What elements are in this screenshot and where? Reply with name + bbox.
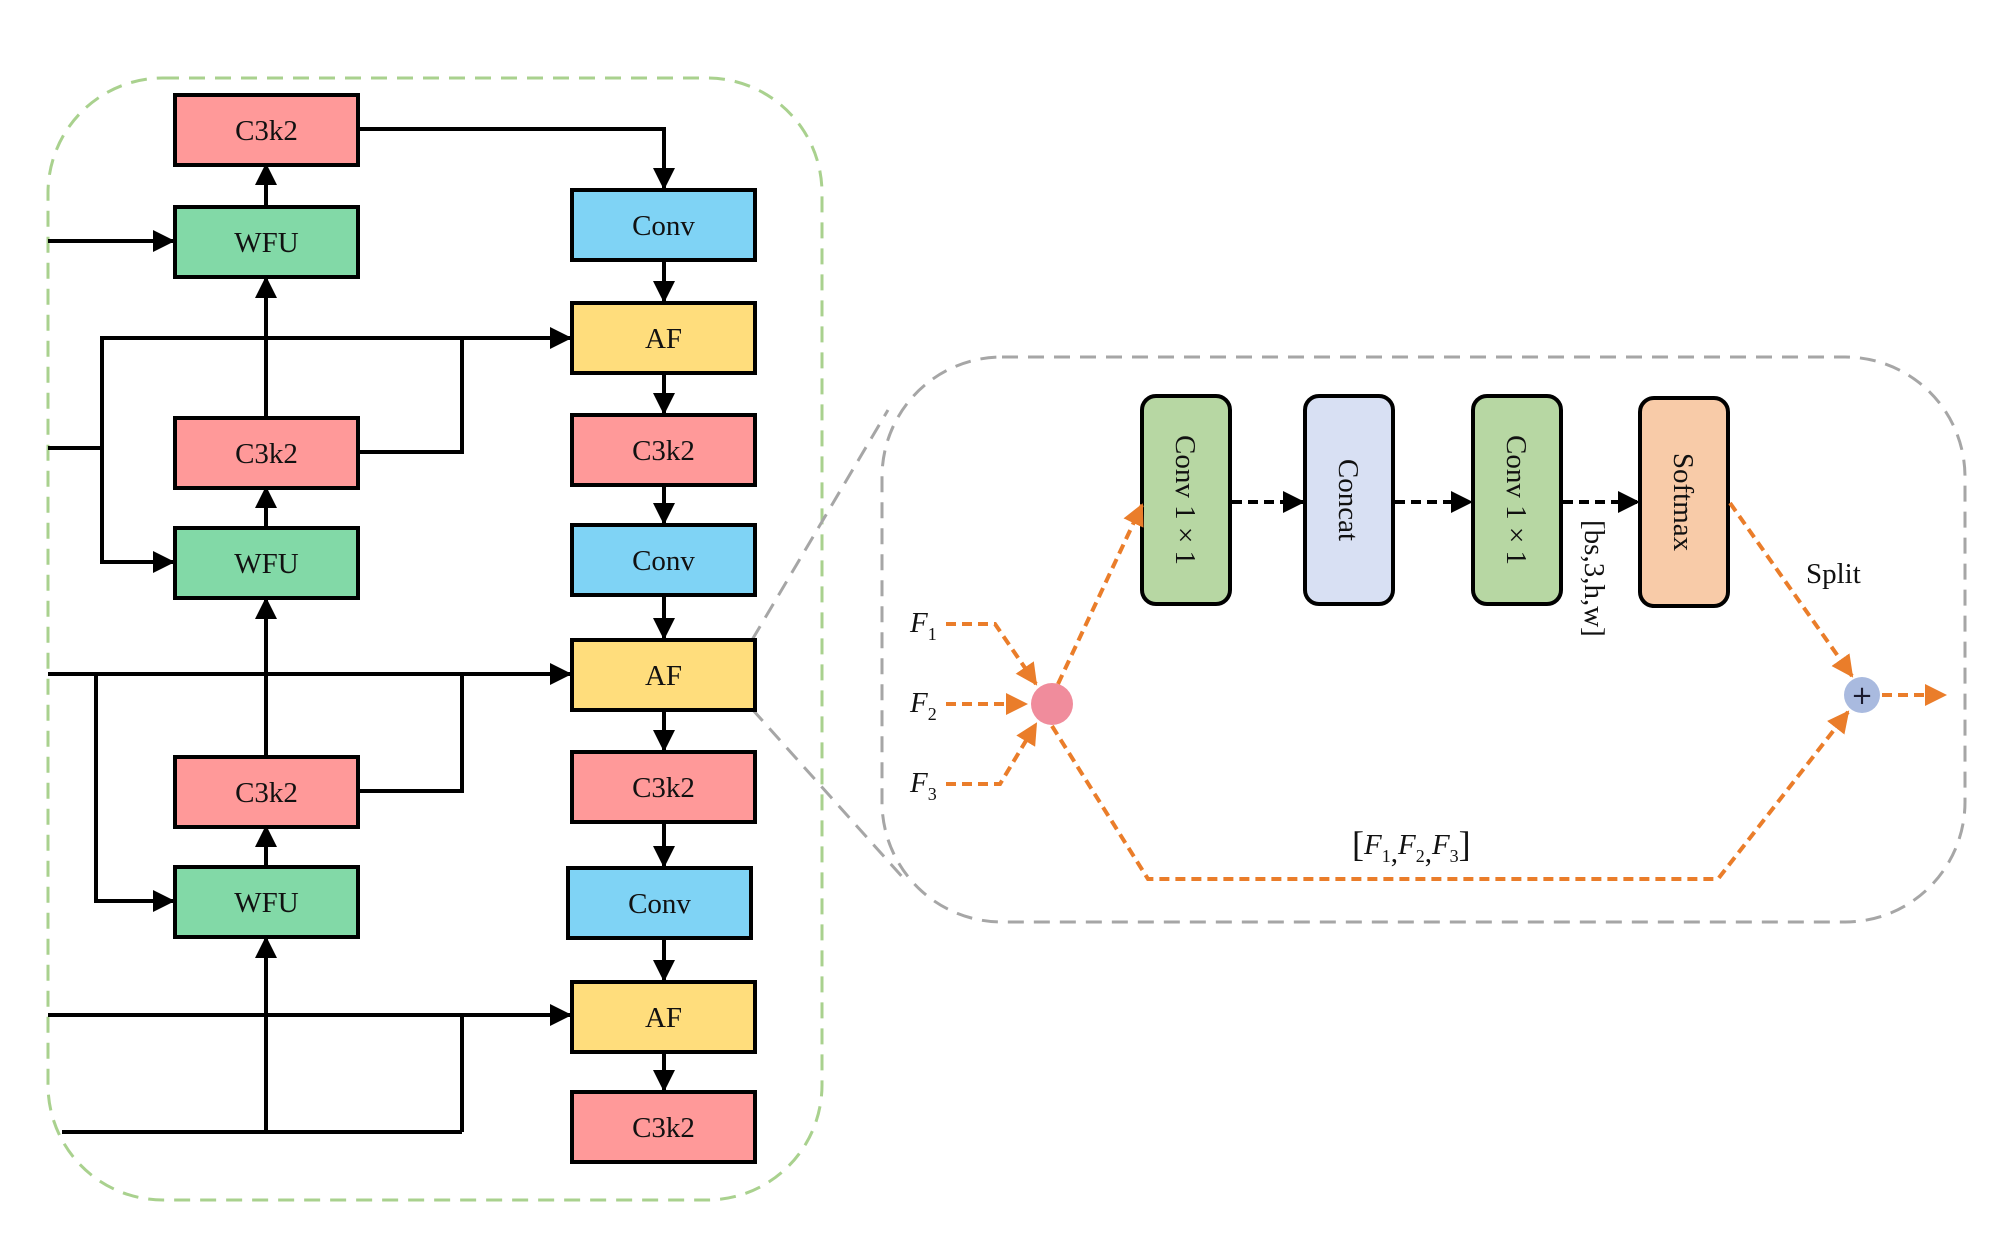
concat-box bbox=[1303, 394, 1395, 606]
af-label: AF bbox=[645, 660, 682, 692]
af-label: AF bbox=[645, 323, 682, 355]
detail-container bbox=[880, 355, 1967, 924]
c3k2-box bbox=[570, 413, 757, 487]
conv-box bbox=[570, 188, 757, 262]
c3k2-label: C3k2 bbox=[632, 772, 695, 804]
right-conv-block: Conv bbox=[570, 188, 757, 262]
left-c3k2-block: C3k2 bbox=[173, 93, 360, 167]
right-conv-block: Conv bbox=[566, 866, 753, 940]
right-c3k2-block: C3k2 bbox=[570, 1090, 757, 1164]
af-box bbox=[570, 301, 757, 375]
softmax-label: Softmax bbox=[1667, 453, 1699, 552]
add-symbol: + bbox=[1851, 681, 1873, 711]
wfu-box bbox=[173, 205, 360, 279]
left-wfu-block: WFU bbox=[173, 865, 360, 939]
c3k2-box bbox=[173, 755, 360, 829]
concat-block: Concat bbox=[1303, 394, 1395, 606]
right-c3k2-block: C3k2 bbox=[570, 750, 757, 824]
detail-blocks: Conv 1 × 1 Concat Conv 1 × 1 Softmax bbox=[1140, 394, 1730, 608]
zoom-connector-bottom bbox=[750, 707, 907, 882]
conv-box bbox=[566, 866, 753, 940]
zoom-connector-top bbox=[750, 409, 890, 641]
c3k2-box bbox=[570, 1090, 757, 1164]
module-container bbox=[46, 76, 824, 1202]
shape-label: [bs,3,h,w] bbox=[1578, 520, 1610, 637]
add-node bbox=[1844, 677, 1880, 713]
c3k2-label: C3k2 bbox=[632, 1112, 695, 1144]
concat-features-label: [F1,F2,F3] bbox=[1352, 824, 1471, 869]
c3k2-box bbox=[173, 93, 360, 167]
left-c3k2-block: C3k2 bbox=[173, 755, 360, 829]
split-label: Split bbox=[1806, 558, 1861, 590]
conv1x1-box bbox=[1140, 394, 1232, 606]
af-box bbox=[570, 980, 757, 1054]
conv-label: Conv bbox=[632, 545, 695, 577]
orange-flows bbox=[946, 501, 1947, 881]
wfu-box bbox=[173, 526, 360, 600]
concat-label: Concat bbox=[1332, 459, 1364, 541]
c3k2-label: C3k2 bbox=[235, 115, 298, 147]
wfu-label: WFU bbox=[234, 548, 299, 580]
right-c3k2-block: C3k2 bbox=[570, 413, 757, 487]
wfu-label: WFU bbox=[234, 887, 299, 919]
wfu-box bbox=[173, 865, 360, 939]
fusion-node bbox=[1031, 683, 1073, 725]
wfu-label: WFU bbox=[234, 227, 299, 259]
right-conv-block: Conv bbox=[570, 523, 757, 597]
input-label-f3: F3 bbox=[909, 767, 937, 804]
left-wfu-block: WFU bbox=[173, 526, 360, 600]
conv1x1-label: Conv 1 × 1 bbox=[1500, 435, 1532, 565]
right-af-block: AF bbox=[570, 638, 757, 712]
left-wfu-block: WFU bbox=[173, 205, 360, 279]
left-c3k2-block: C3k2 bbox=[173, 416, 360, 490]
conv1x1-box bbox=[1471, 394, 1563, 606]
conv1x1-label: Conv 1 × 1 bbox=[1169, 435, 1201, 565]
conv-label: Conv bbox=[632, 210, 695, 242]
right-af-block: AF bbox=[570, 301, 757, 375]
af-label: AF bbox=[645, 1002, 682, 1034]
c3k2-label: C3k2 bbox=[235, 438, 298, 470]
right-af-block: AF bbox=[570, 980, 757, 1054]
conv-box bbox=[570, 523, 757, 597]
c3k2-box bbox=[173, 416, 360, 490]
input-label-f2: F2 bbox=[909, 687, 937, 724]
af-box bbox=[570, 638, 757, 712]
conv1x1-a-block: Conv 1 × 1 bbox=[1140, 394, 1232, 606]
c3k2-label: C3k2 bbox=[632, 435, 695, 467]
module-connectors bbox=[48, 127, 675, 1134]
c3k2-box bbox=[570, 750, 757, 824]
c3k2-label: C3k2 bbox=[235, 777, 298, 809]
input-label-f1: F1 bbox=[909, 607, 937, 644]
softmax-block: Softmax bbox=[1638, 396, 1730, 608]
softmax-box bbox=[1638, 396, 1730, 608]
conv1x1-b-block: Conv 1 × 1 bbox=[1471, 394, 1563, 606]
conv-label: Conv bbox=[628, 888, 691, 920]
